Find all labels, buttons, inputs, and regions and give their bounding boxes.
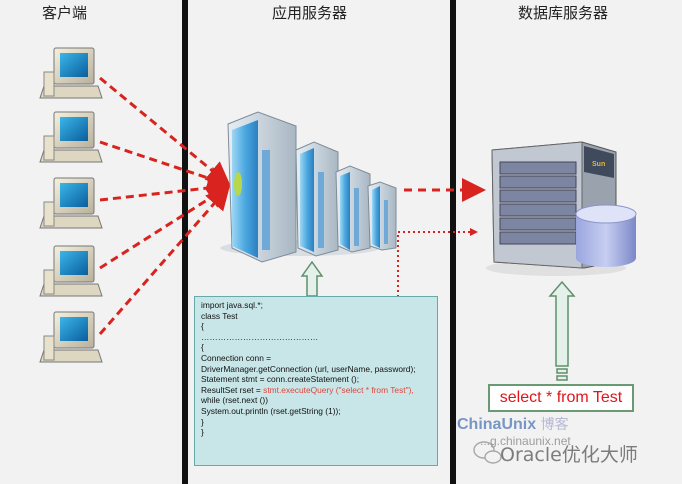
- database-icon: [575, 204, 637, 267]
- watermark-url: ...g.chinaunix.net: [480, 434, 571, 448]
- code-line: {: [201, 321, 431, 332]
- code-line: import java.sql.*;: [201, 300, 431, 311]
- app-server-icon: [220, 111, 397, 263]
- code-line: DriverManager.getConnection (url, userNa…: [201, 364, 431, 375]
- code-line: ResultSet rset = stmt.executeQuery ("sel…: [201, 385, 431, 396]
- db-server-column-title: 数据库服务器: [518, 4, 609, 22]
- app-db-divider: [450, 0, 456, 484]
- code-line: {: [201, 342, 431, 353]
- watermark-brand-text: ChinaUnix: [457, 416, 537, 433]
- app-code-up-arrow: [300, 260, 324, 297]
- java-code-box: import java.sql.*;class Test{………………………………: [194, 296, 438, 466]
- code-line-text: while (rset.next ()): [201, 395, 269, 406]
- code-line-text: Statement stmt = conn.createStatement ()…: [201, 374, 360, 385]
- code-line-highlight: stmt.executeQuery ("select * from Test")…: [263, 384, 414, 395]
- code-line-text: System.out.println (rset.getString (1));: [201, 405, 341, 416]
- wechat-icon: [473, 441, 502, 464]
- code-line-text: class Test: [201, 310, 238, 321]
- watermark-brand-cn: 博客: [540, 417, 569, 433]
- client-request-arrows: [98, 76, 232, 335]
- client-computer-1-icon: [39, 47, 103, 99]
- client-computer-5-icon: [39, 311, 103, 363]
- code-line: Statement stmt = conn.createStatement ()…: [201, 374, 431, 385]
- code-line-text: }: [201, 427, 204, 438]
- watermark-account: Oracle优化大师: [500, 444, 638, 466]
- query-label: select * from Test: [488, 384, 634, 412]
- code-line-text: {: [201, 342, 204, 353]
- app-server-column-title: 应用服务器: [272, 4, 348, 22]
- code-line-text: }: [201, 416, 204, 427]
- code-line: }: [201, 427, 431, 438]
- code-line: class Test: [201, 311, 431, 322]
- code-line: while (rset.next ()): [201, 395, 431, 406]
- code-line-text: DriverManager.getConnection (url, userNa…: [201, 363, 416, 374]
- code-line-text: ResultSet rset =: [201, 384, 264, 395]
- code-line-text: ……………………………………: [201, 331, 319, 342]
- query-up-arrow: [548, 280, 576, 381]
- code-line: ……………………………………: [201, 332, 431, 343]
- watermark-brand: ChinaUnix 博客: [457, 414, 569, 434]
- client-computer-4-icon: [39, 245, 103, 297]
- client-computer-2-icon: [39, 111, 103, 163]
- code-line-text: Connection conn =: [201, 352, 272, 363]
- code-line: }: [201, 417, 431, 428]
- client-computer-3-icon: [39, 177, 103, 229]
- code-line-text: {: [201, 321, 204, 332]
- client-app-divider: [182, 0, 188, 484]
- code-line: System.out.println (rset.getString (1));: [201, 406, 431, 417]
- svg-text:Sun: Sun: [592, 161, 605, 168]
- code-line: Connection conn =: [201, 353, 431, 364]
- code-line-text: import java.sql.*;: [201, 300, 263, 310]
- client-column-title: 客户端: [42, 4, 88, 22]
